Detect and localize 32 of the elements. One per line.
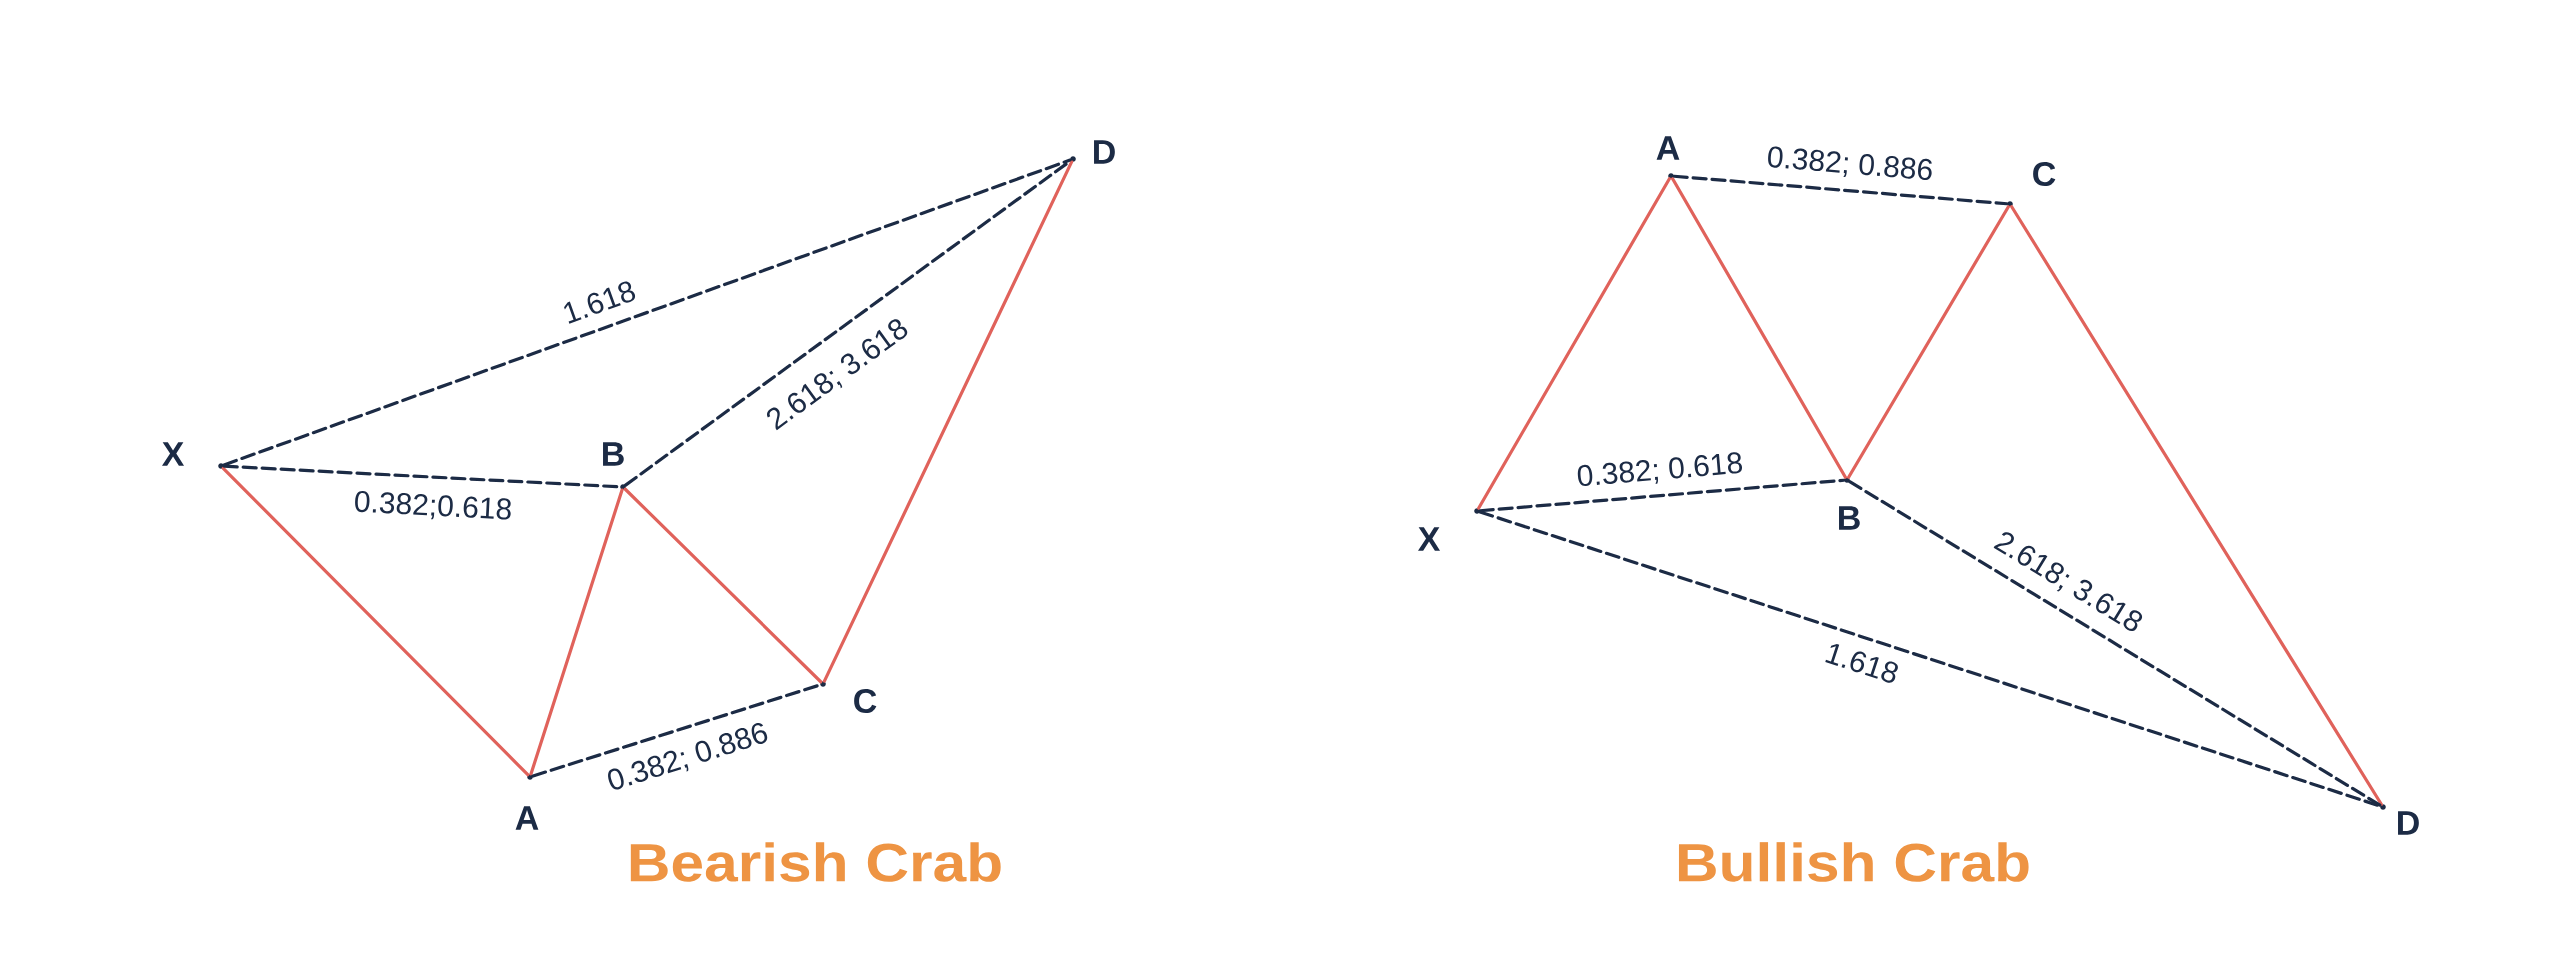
- solid-line: [822, 160, 1074, 683]
- solid-line: [1477, 177, 1671, 510]
- point-label: D: [1094, 140, 1115, 164]
- edge-label: 0.382;0.618: [355, 490, 511, 520]
- point-label: C: [2033, 161, 2056, 187]
- point-label: A: [1656, 136, 1680, 160]
- dashed-line: [222, 158, 1072, 467]
- edge-label: 0.382; 0.618: [1577, 452, 1743, 487]
- solid-line: [1671, 177, 1847, 479]
- dashed-line: [531, 683, 822, 778]
- edge-label: 1.618: [564, 281, 636, 324]
- dashed-line: [1848, 480, 2382, 807]
- pattern-title: Bearish Crab: [630, 842, 1001, 882]
- pattern-title: Bullish Crab: [1678, 842, 2029, 882]
- solid-line: [529, 488, 624, 776]
- solid-line: [1847, 205, 2010, 479]
- solid-line: [2010, 205, 2383, 806]
- point-label: C: [854, 688, 877, 714]
- point-label: A: [515, 806, 539, 830]
- solid-line: [623, 487, 823, 684]
- point-label: B: [1839, 506, 1860, 530]
- point-label: X: [162, 442, 185, 466]
- edge-label: 0.382; 0.886: [1768, 146, 1932, 181]
- dashed-line: [1478, 478, 1846, 513]
- solid-line: [221, 466, 530, 777]
- point-label: D: [2398, 811, 2419, 835]
- edge-label: 0.382; 0.886: [608, 722, 768, 790]
- point-label: B: [603, 442, 624, 466]
- dashed-line: [1672, 174, 2009, 206]
- dashed-line: [1478, 510, 2382, 808]
- edge-label: 1.618: [1825, 643, 1898, 683]
- point-label: X: [1418, 527, 1441, 551]
